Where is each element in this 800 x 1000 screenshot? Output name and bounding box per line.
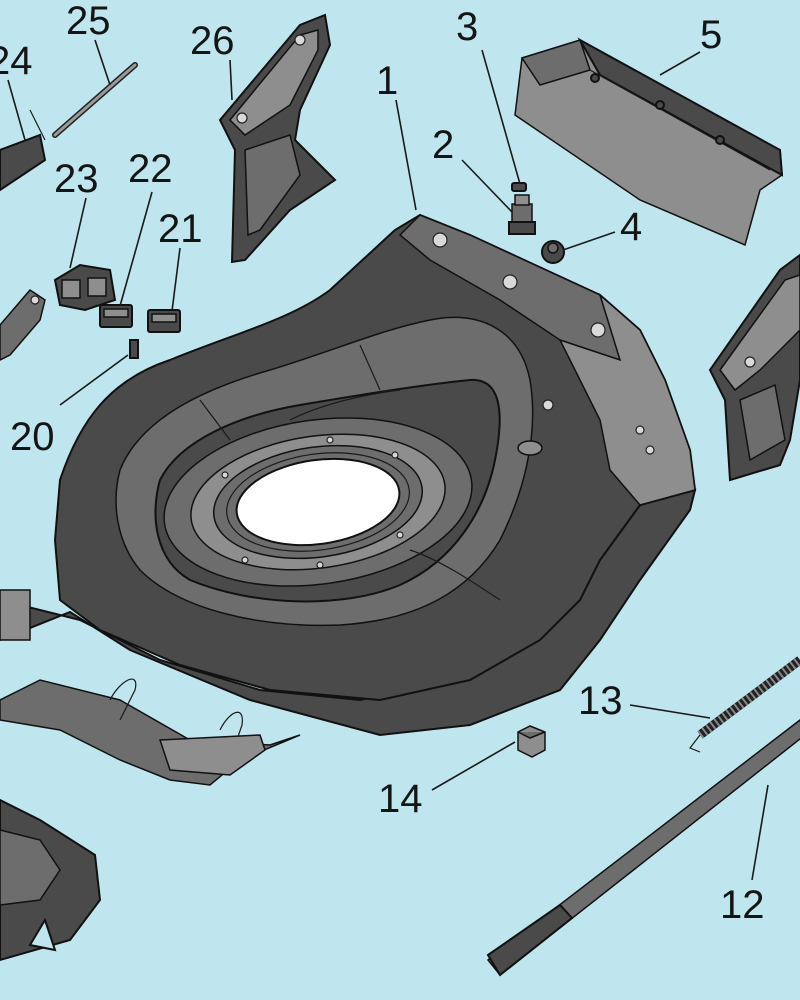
grass-bag-corner <box>0 798 102 962</box>
part-4-plug <box>541 240 565 264</box>
callout-24: 24 <box>0 39 33 83</box>
callout-3: 3 <box>456 5 478 49</box>
callout-1: 1 <box>376 59 398 103</box>
part-13-spring <box>689 656 800 753</box>
callout-20: 20 <box>10 415 55 459</box>
callout-12: 12 <box>720 883 765 927</box>
callout-13: 13 <box>578 679 623 723</box>
callout-25: 25 <box>66 0 111 43</box>
part-21-insert <box>147 309 181 333</box>
callout-5: 5 <box>700 13 722 57</box>
part-14-nut <box>517 725 546 758</box>
left-bracket <box>0 289 46 361</box>
callout-21: 21 <box>158 207 203 251</box>
callout-22: 22 <box>128 147 173 191</box>
part-2-grease-fitting <box>508 194 536 235</box>
callout-2: 2 <box>432 123 454 167</box>
callout-23: 23 <box>54 157 99 201</box>
leader-lines <box>7 39 769 881</box>
callout-14: 14 <box>378 777 423 821</box>
part-24-latch <box>0 109 47 192</box>
right-handle-bracket <box>708 253 800 482</box>
callout-4: 4 <box>620 205 642 249</box>
callout-labels: 1 2 3 4 5 12 13 14 20 21 22 23 24 25 26 <box>0 0 765 927</box>
part-26-handle-bracket <box>218 13 337 264</box>
part-5-rear-flap <box>514 37 784 247</box>
part-1-mower-deck <box>0 213 697 786</box>
part-20-clip <box>129 339 139 359</box>
part-23-bracket <box>53 263 117 312</box>
part-22-insert <box>99 304 133 328</box>
callout-26: 26 <box>190 19 235 63</box>
part-3-cap <box>511 182 527 192</box>
part-12-rod <box>486 719 800 977</box>
part-25-pin <box>52 62 138 138</box>
